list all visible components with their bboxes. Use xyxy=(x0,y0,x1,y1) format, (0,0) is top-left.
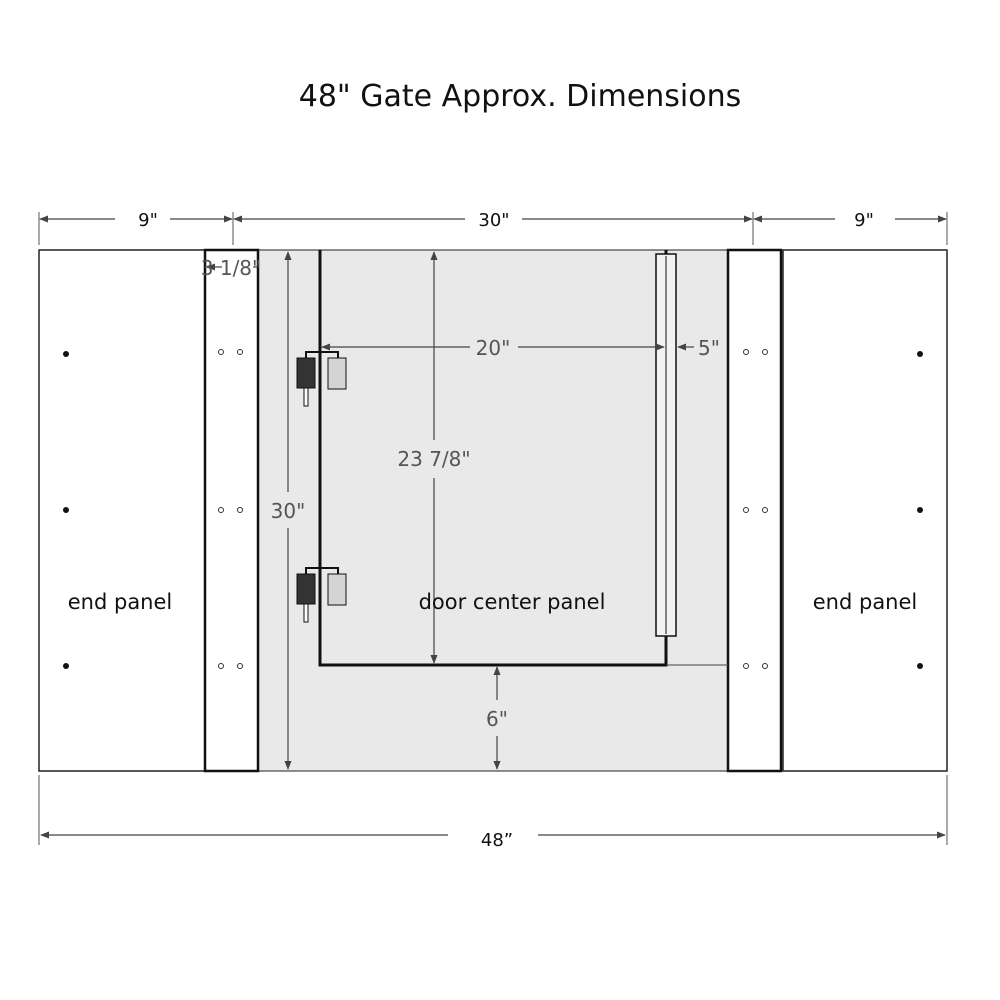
right-post xyxy=(726,248,783,773)
dim-opening-height: 30" xyxy=(271,499,306,523)
post-holes xyxy=(218,349,768,669)
extension-lines xyxy=(38,212,948,845)
dim-latch-gap: 5" xyxy=(698,336,720,360)
label-door-center-panel: door center panel xyxy=(419,590,606,614)
top-hinge xyxy=(296,351,347,407)
left-post xyxy=(203,248,260,773)
dim-post-width: 3 1/8" xyxy=(201,256,261,280)
dim-total-width: 48” xyxy=(481,830,513,851)
diagram-title: 48" Gate Approx. Dimensions xyxy=(299,79,742,114)
dim-door-width: 20" xyxy=(476,336,511,360)
dim-right-end-width: 9" xyxy=(854,210,874,231)
center-opening xyxy=(257,249,729,772)
label-right-end-panel: end panel xyxy=(813,590,918,614)
label-left-end-panel: end panel xyxy=(68,590,173,614)
dim-door-height: 23 7/8" xyxy=(397,447,470,471)
bottom-hinge xyxy=(296,567,347,623)
end-panel-screws xyxy=(63,351,923,669)
dim-bottom-gap: 6" xyxy=(486,707,508,731)
dim-left-end-width: 9" xyxy=(138,210,158,231)
dim-opening-width: 30" xyxy=(478,210,509,231)
